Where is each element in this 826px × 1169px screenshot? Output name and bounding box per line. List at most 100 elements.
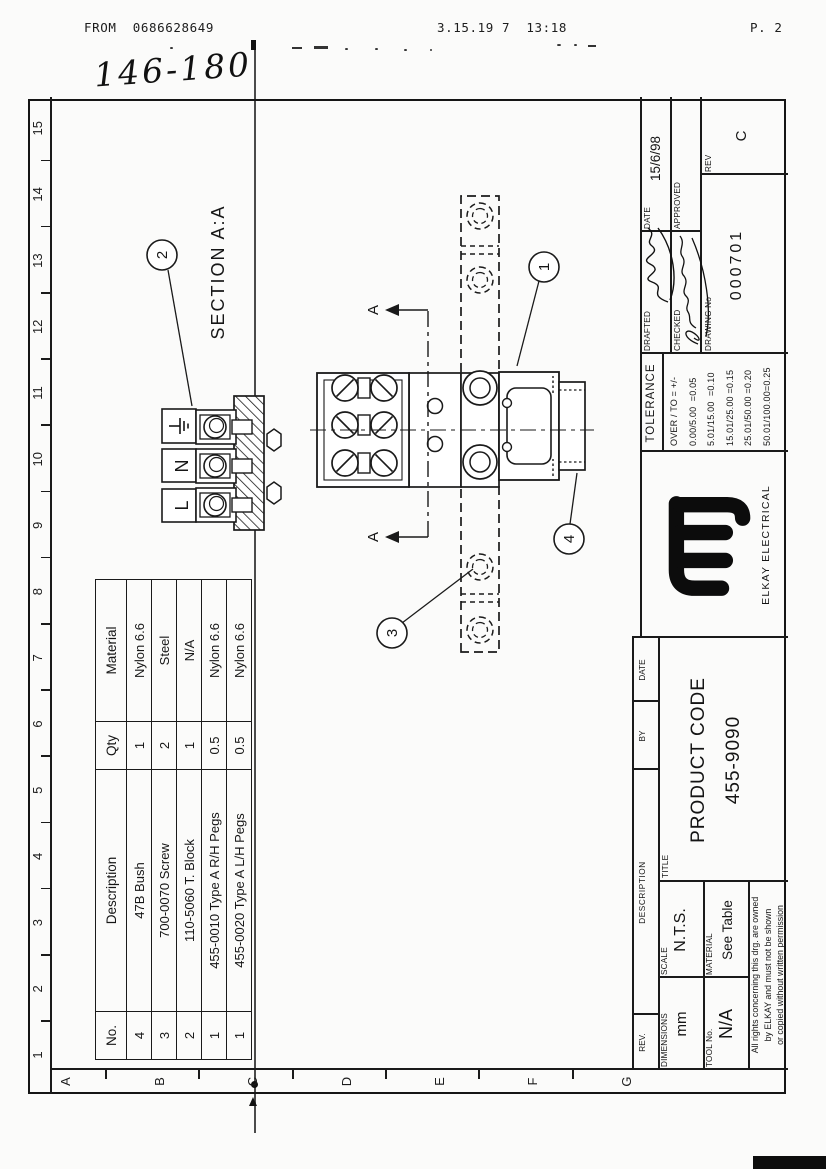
parts-table-cell-qty: 1 [126, 721, 152, 770]
company-name: ELKAY ELECTRICAL [760, 485, 772, 605]
parts-table-cell-material: Nylon 6.6 [226, 579, 252, 722]
grid-letter: C [245, 1076, 260, 1087]
grid-tick [41, 556, 50, 559]
grid-tick [105, 1070, 107, 1079]
tolerance-row: 25.01/50.00 =0.20 [743, 369, 754, 446]
parts-table-cell-no: 1 [201, 1011, 227, 1060]
grid-tick [572, 1070, 574, 1079]
grid-letter: D [339, 1076, 354, 1087]
title-label: TITLE [661, 854, 670, 878]
tool-no-label: TOOL No. [705, 1028, 714, 1067]
rights-line: by ELKAY and must not be shown [762, 908, 773, 1042]
tool-no-value: N/A [716, 1009, 736, 1040]
grid-tick [41, 755, 50, 757]
grid-number: 7 [30, 654, 45, 662]
parts-table-cell-description: 110-5060 T. Block [176, 769, 202, 1012]
approved-label: APPROVED [673, 181, 682, 229]
grid-tick [198, 1070, 200, 1079]
scale-label: SCALE [660, 947, 669, 975]
tolerance-row: 15.01/25.00 =0.15 [724, 369, 735, 446]
grid-letter: B [152, 1077, 167, 1086]
grid-tick [41, 954, 50, 956]
tolerance-row: OVER / TO = +/- [669, 376, 679, 446]
grid-tick [41, 159, 50, 162]
title-block-line [670, 97, 672, 354]
grid-number: 6 [30, 720, 45, 728]
rights-line: or copied without written permission [775, 905, 786, 1045]
grid-tick [41, 1020, 50, 1022]
fax-noise-dot [574, 44, 577, 46]
parts-table-cell-material: Nylon 6.6 [201, 579, 227, 722]
fax-noise-dot [557, 44, 561, 46]
fold-crease-mark [251, 40, 256, 50]
revision-strip-rev-label: REV. [638, 1033, 647, 1052]
grid-tick [41, 821, 50, 824]
grid-number: 4 [30, 852, 45, 861]
grid-letter: E [432, 1077, 447, 1086]
dimensions-value: mm [673, 1011, 690, 1037]
fax-noise-dash [588, 45, 596, 47]
grid-number: 9 [30, 521, 45, 530]
fax-header-page-number: P. 2 [750, 20, 783, 35]
fax-noise-dot [170, 47, 173, 49]
fold-crease-mark [251, 1081, 258, 1088]
grid-tick [292, 1070, 294, 1079]
parts-table-cell-qty: 1 [176, 721, 202, 770]
revision-strip-date-label: DATE [638, 659, 647, 681]
fax-noise-dot [430, 49, 432, 51]
fax-noise-dot [375, 48, 378, 50]
fax-noise-dot [345, 48, 348, 50]
parts-table-header-row: No. Description Qty Material [95, 579, 127, 1060]
fold-crease-arrow [249, 1097, 257, 1106]
rev-value: C [733, 130, 750, 142]
tolerance-row: 0.00/5.00 =0.05 [687, 377, 698, 446]
drafted-label: DRAFTED [643, 310, 652, 351]
checked-label: CHECKED [673, 309, 682, 351]
grid-tick [41, 225, 50, 228]
dimensions-label: DIMENSIONS [660, 1013, 669, 1067]
drawing-no-label: DRAWING No [704, 296, 713, 351]
parts-table-cell-no: 1 [226, 1011, 252, 1060]
parts-table-cell-material: N/A [176, 579, 202, 722]
title-block-line [632, 638, 634, 1070]
revision-strip-description-label: DESCRIPTION [638, 861, 647, 924]
grid-tick [41, 623, 50, 625]
grid-tick [41, 292, 50, 294]
col-header-description: Description [95, 769, 127, 1012]
product-title: PRODUCT CODE [688, 677, 709, 843]
grid-tick [41, 358, 50, 360]
parts-table-cell-material: Nylon 6.6 [126, 579, 152, 722]
grid-letter: A [58, 1077, 73, 1086]
title-block-line [662, 354, 664, 452]
grid-letter: F [525, 1077, 540, 1086]
parts-table-cell-no: 3 [151, 1011, 177, 1060]
parts-table-cell-description: 700-0070 Screw [151, 769, 177, 1012]
tolerance-header: TOLERANCE [645, 363, 657, 443]
scan-edge-smudge [753, 1156, 826, 1169]
handwritten-note: 146-180 [92, 44, 254, 95]
grid-number: 12 [30, 319, 45, 335]
parts-table-cell-description: 455-0020 Type A L/H Pegs [226, 769, 252, 1012]
parts-table-cell-description: 455-0010 Type A R/H Pegs [201, 769, 227, 1012]
col-header-no: No. [95, 1011, 127, 1060]
grid-number: 14 [30, 187, 45, 202]
fax-header-timestamp: 3.15.19 7 13:18 [437, 20, 568, 35]
date-value: 15/6/98 [648, 135, 663, 182]
material-label: MATERIAL [705, 933, 714, 975]
rights-line: All rights concerning this drg. are owne… [750, 896, 760, 1054]
title-block-line [640, 97, 642, 638]
parts-table-cell-qty: 0.5 [226, 721, 252, 770]
grid-number: 13 [30, 253, 45, 268]
rev-label: REV [704, 154, 713, 172]
grid-letter: G [619, 1076, 634, 1087]
col-header-material: Material [95, 579, 127, 722]
fold-crease-line [254, 42, 256, 1133]
grid-number: 1 [30, 1051, 45, 1059]
